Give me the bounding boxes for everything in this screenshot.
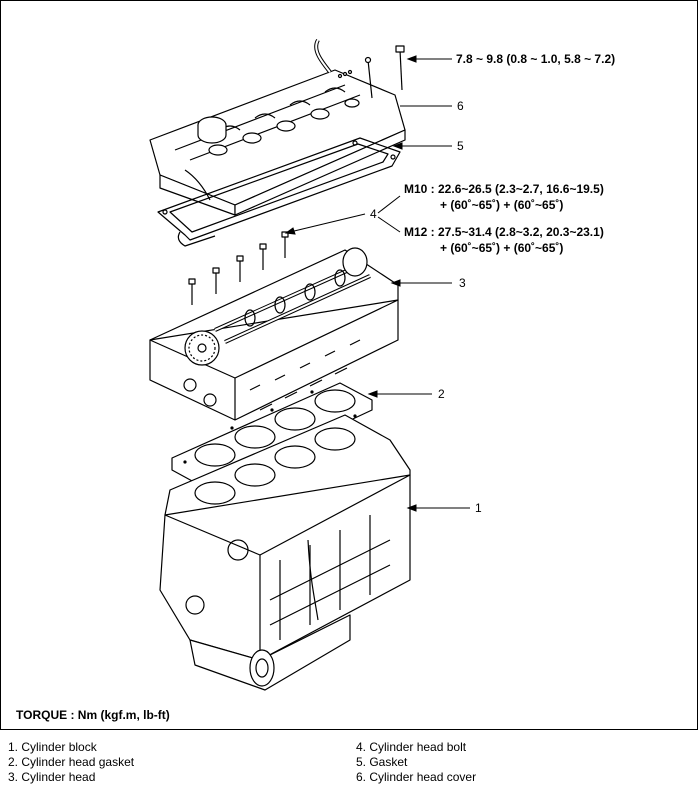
callout-6: 6 [457, 99, 464, 113]
legend-item: 1. Cylinder block [8, 740, 97, 754]
legend-item: 3. Cylinder head [8, 770, 96, 784]
torque-spec-m10-line2: + (60˚~65˚) + (60˚~65˚) [440, 198, 564, 212]
legend-item: 2. Cylinder head gasket [8, 755, 135, 769]
torque-spec-m10-line1: M10 : 22.6~26.5 (2.3~2.7, 16.6~19.5) [404, 182, 604, 196]
legend-item: 4. Cylinder head bolt [356, 740, 467, 754]
legend-right: 4. Cylinder head bolt 5. Gasket 6. Cylin… [356, 740, 476, 785]
head-cover-gasket [157, 137, 401, 247]
cylinder-head-gasket [171, 382, 373, 489]
torque-spec-m12-line1: M12 : 27.5~31.4 (2.8~3.2, 20.3~23.1) [404, 225, 604, 239]
torque-unit-label: TORQUE : Nm (kgf.m, lb-ft) [16, 708, 170, 722]
diagram-frame [0, 0, 698, 730]
callout-3: 3 [459, 276, 466, 290]
torque-spec-cover-bolt: 7.8 ~ 9.8 (0.8 ~ 1.0, 5.8 ~ 7.2) [456, 52, 616, 66]
callout-5: 5 [457, 139, 464, 153]
cylinder-block [159, 414, 411, 691]
callout-1: 1 [475, 501, 482, 515]
legend-left: 1. Cylinder block 2. Cylinder head gaske… [8, 740, 134, 785]
callout-2: 2 [438, 387, 445, 401]
cylinder-head-cover [149, 38, 406, 216]
cylinder-head [149, 247, 399, 421]
callout-4: 4 [370, 207, 377, 221]
head-bolts [188, 231, 289, 305]
engine-exploded-view [149, 38, 470, 691]
leader-lines [284, 55, 470, 512]
torque-spec-m12-line2: + (60˚~65˚) + (60˚~65˚) [440, 241, 564, 255]
legend-item: 6. Cylinder head cover [356, 770, 477, 784]
legend-item: 5. Gasket [356, 755, 408, 769]
